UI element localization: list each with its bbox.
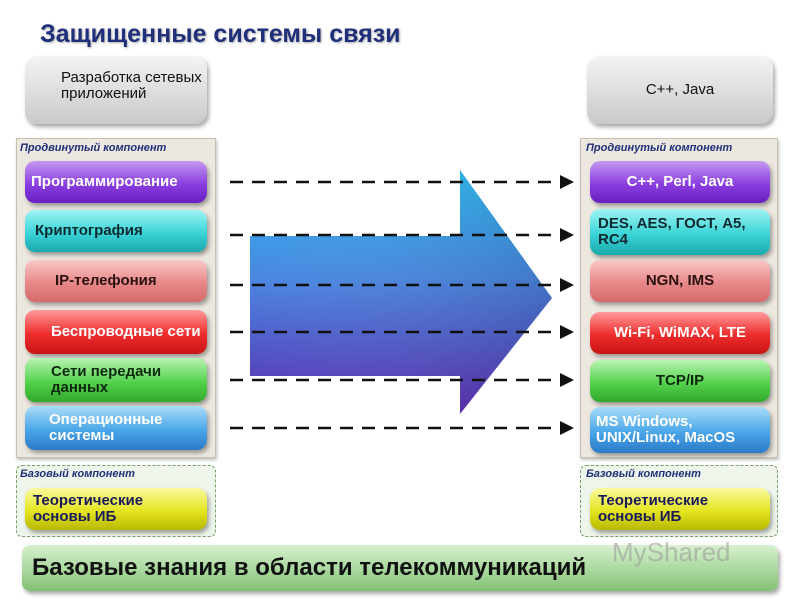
bottom-bar-label: Базовые знания в области телекоммуникаци… [32, 554, 587, 581]
right-item-os-list: MS Windows, UNIX/Linux, MacOS [590, 407, 770, 453]
left-top-box-label: Разработка сетевых приложений [61, 69, 202, 102]
left-advanced-label: Продвинутый компонент [20, 142, 167, 154]
left-item-label: Операционные системы [49, 411, 163, 444]
arrowhead-icon-6 [560, 421, 574, 435]
page-title: Защищенные системы связи [40, 20, 401, 48]
right-item-languages: C++, Perl, Java [590, 161, 770, 203]
right-item-ngn: NGN, IMS [590, 260, 770, 302]
left-item-programming: Программирование [25, 161, 207, 203]
arrowhead-icon-5 [560, 373, 574, 387]
left-top-box: Разработка сетевых приложений [25, 56, 207, 124]
right-base-label: Базовый компонент [586, 468, 701, 480]
right-item-label: C++, Perl, Java [626, 173, 734, 190]
left-base-item: Теоретические основы ИБ [25, 488, 207, 530]
right-base-item: Теоретические основы ИБ [590, 488, 770, 530]
right-item-label: DES, AES, ГОСТ, A5, RC4 [598, 215, 746, 248]
left-item-data-networks: Сети передачи данных [25, 358, 207, 402]
right-item-ciphers: DES, AES, ГОСТ, A5, RC4 [590, 209, 770, 255]
left-item-label: Программирование [31, 173, 178, 190]
bottom-bar: Базовые знания в области телекоммуникаци… [22, 545, 778, 591]
arrowhead-icon-3 [560, 278, 574, 292]
watermark-logo: MyShared [612, 537, 731, 567]
right-item-label: Wi-Fi, WiMAX, LTE [614, 324, 746, 341]
left-item-cryptography: Криптография [25, 210, 207, 252]
right-item-wireless-tech: Wi-Fi, WiMAX, LTE [590, 312, 770, 354]
right-base-item-label: Теоретические основы ИБ [598, 492, 709, 525]
left-item-os: Операционные системы [25, 406, 207, 450]
right-item-label: NGN, IMS [645, 272, 715, 289]
right-item-tcpip: TCP/IP [590, 360, 770, 402]
left-item-label: Криптография [35, 222, 143, 239]
right-top-box: C++, Java [587, 56, 773, 124]
right-advanced-label: Продвинутый компонент [586, 142, 733, 154]
left-item-label: IP-телефония [55, 272, 157, 289]
right-item-label: MS Windows, UNIX/Linux, MacOS [596, 413, 736, 446]
left-item-ip-telephony: IP-телефония [25, 260, 207, 302]
right-item-label: TCP/IP [655, 372, 705, 389]
left-item-wireless: Беспроводные сети [25, 310, 207, 354]
left-item-label: Беспроводные сети [51, 323, 201, 340]
big-arrow-shade [250, 170, 552, 414]
right-top-box-label: C++, Java [645, 81, 715, 98]
left-item-label: Сети передачи данных [51, 363, 162, 396]
left-base-item-label: Теоретические основы ИБ [33, 492, 144, 525]
arrowhead-icon-2 [560, 228, 574, 242]
arrowhead-icon-1 [560, 175, 574, 189]
left-base-label: Базовый компонент [20, 468, 135, 480]
arrowhead-icon-4 [560, 325, 574, 339]
